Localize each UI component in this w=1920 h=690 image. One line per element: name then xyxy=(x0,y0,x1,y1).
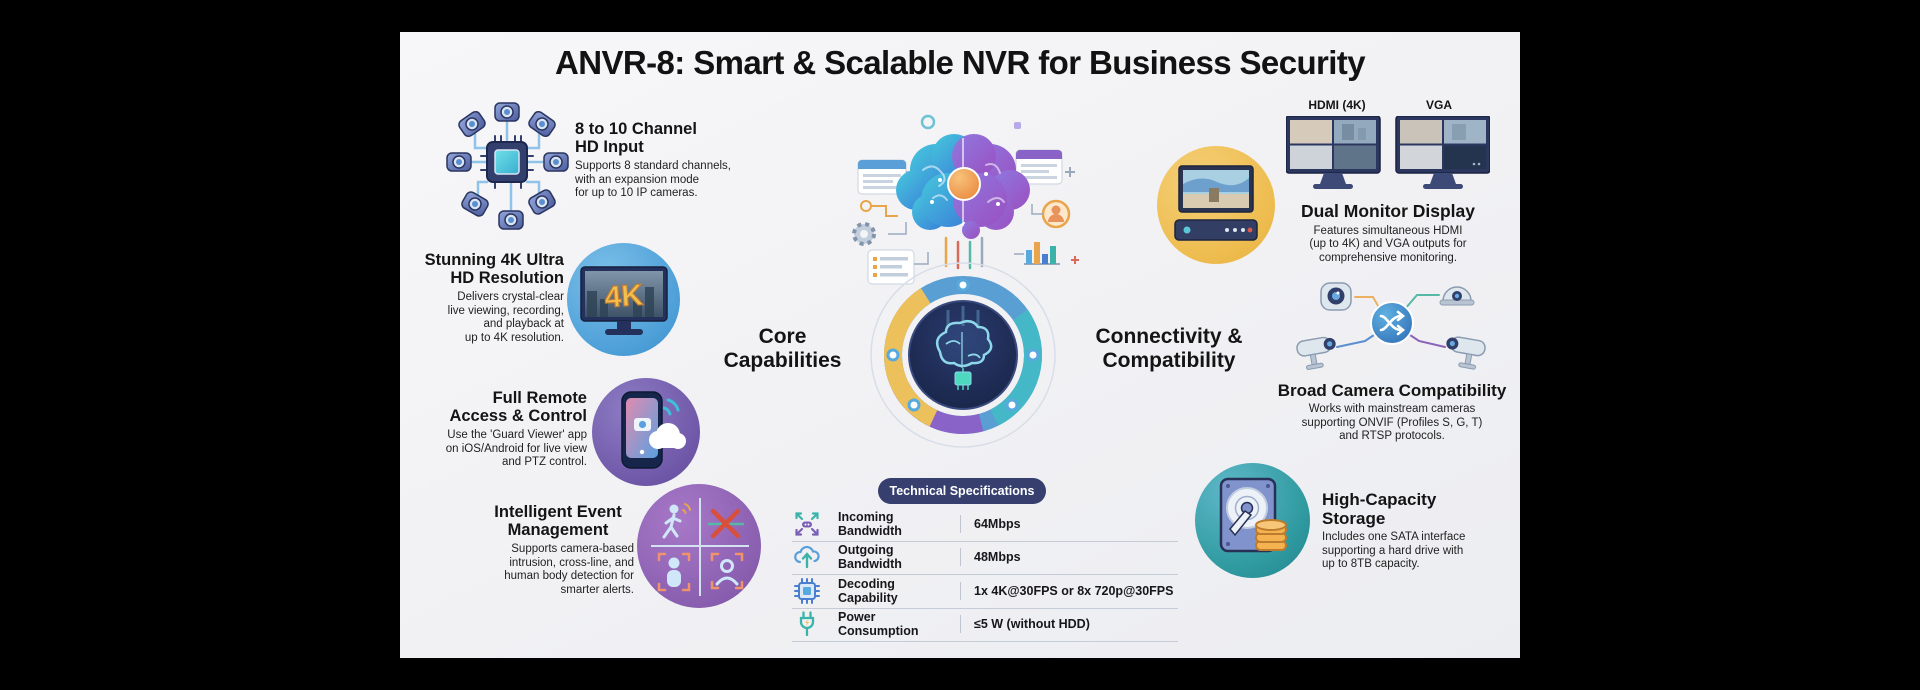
feature-4k-resolution-heading: Stunning 4K Ultra HD Resolution xyxy=(424,251,564,288)
webcam-camera xyxy=(1320,282,1352,311)
phone-cloud-graphic xyxy=(621,391,686,469)
brain-graphic xyxy=(896,134,1030,239)
4k-monitor-graphic: 4K xyxy=(580,266,668,335)
feature-high-capacity-storage-desc: Includes one SATA interface supporting a… xyxy=(1322,531,1466,571)
feature-channel-input-desc: Supports 8 standard channels, with an ex… xyxy=(575,159,731,200)
feature-dual-monitor: Dual Monitor Display Features simultaneo… xyxy=(1278,201,1498,265)
core-capabilities-label: Core Capabilities xyxy=(723,325,842,373)
feature-camera-compatibility-desc: Works with mainstream cameras supporting… xyxy=(1301,403,1483,443)
bullet-camera-left xyxy=(1296,336,1336,370)
outgoing-bandwidth-cloud-icon xyxy=(794,545,820,569)
dual-monitors-icon xyxy=(1286,116,1490,189)
spec-separator xyxy=(792,541,1178,542)
feature-remote-access-desc: Use the 'Guard Viewer' app on iOS/Androi… xyxy=(445,428,587,469)
svg-text:4K: 4K xyxy=(604,279,645,315)
vga-monitor xyxy=(1395,116,1490,189)
4k-monitor-icon: 4K xyxy=(567,243,680,356)
spec-label: Decoding Capability xyxy=(838,577,898,605)
feature-high-capacity-storage: High-Capacity Storage Includes one SATA … xyxy=(1322,490,1512,572)
spec-label: Incoming Bandwidth xyxy=(838,510,902,538)
power-plug-icon xyxy=(799,611,815,637)
spec-separator xyxy=(792,608,1178,609)
feature-event-management-desc: Supports camera-based intrusion, cross-l… xyxy=(504,542,634,596)
spec-label: Outgoing Bandwidth xyxy=(838,543,902,571)
spec-label: Power Consumption xyxy=(838,610,919,638)
monitor-output-labels: HDMI (4K) VGA xyxy=(1286,98,1490,112)
spec-separator xyxy=(792,641,1178,642)
monitor-nvr-graphic xyxy=(1174,165,1258,241)
feature-high-capacity-storage-heading: High-Capacity Storage xyxy=(1322,490,1437,529)
event-detection-graphic xyxy=(651,498,749,596)
ui-card-doodles xyxy=(852,114,1079,285)
feature-remote-access-heading: Full Remote Access & Control xyxy=(449,389,587,426)
spec-divider xyxy=(960,615,961,633)
feature-dual-monitor-heading: Dual Monitor Display xyxy=(1300,201,1476,221)
feature-channel-input: 8 to 10 Channel HD Input Supports 8 stan… xyxy=(575,120,755,201)
decoding-chip-icon xyxy=(794,578,820,604)
spec-row-incoming-bandwidth: Incoming Bandwidth 64Mbps xyxy=(792,509,1178,539)
feature-4k-resolution: Stunning 4K Ultra HD Resolution Delivers… xyxy=(414,251,564,345)
coin-stack xyxy=(1255,519,1287,551)
feature-channel-input-heading: 8 to 10 Channel HD Input xyxy=(575,120,697,157)
shuffle-arrows xyxy=(1379,310,1406,336)
hard-drive-storage-icon xyxy=(1195,463,1310,578)
bullet-camera-right xyxy=(1446,336,1486,370)
incoming-bandwidth-arrows-icon xyxy=(795,512,819,536)
spec-row-power-consumption: Power Consumption ≤5 W (without HDD) xyxy=(792,609,1178,639)
phone-cloud-remote-icon xyxy=(592,378,700,486)
hdmi-monitor xyxy=(1286,116,1381,189)
feature-remote-access: Full Remote Access & Control Use the 'Gu… xyxy=(435,389,587,470)
ai-brain-circuit-emblem xyxy=(852,114,1079,448)
camera-channels-chip-icon xyxy=(446,102,569,230)
page-title: ANVR-8: Smart & Scalable NVR for Busines… xyxy=(555,44,1366,81)
spec-row-outgoing-bandwidth: Outgoing Bandwidth 48Mbps xyxy=(792,542,1178,572)
spec-divider xyxy=(960,548,961,566)
vga-label: VGA xyxy=(1425,98,1452,112)
connectivity-compatibility-label: Connectivity & Compatibility xyxy=(1095,325,1243,373)
feature-4k-resolution-desc: Delivers crystal-clear live viewing, rec… xyxy=(447,290,564,344)
hard-drive-graphic xyxy=(1219,477,1287,553)
spec-divider xyxy=(960,582,961,600)
spec-value: 48Mbps xyxy=(974,550,1021,564)
dome-camera xyxy=(1439,286,1475,306)
feature-event-management-heading: Intelligent Event Management xyxy=(494,503,622,540)
spec-divider xyxy=(960,515,961,533)
spec-value: 1x 4K@30FPS or 8x 720p@30FPS xyxy=(974,584,1174,598)
camera-network-shuffle-icon xyxy=(1296,282,1486,370)
spec-value: ≤5 W (without HDD) xyxy=(974,617,1090,631)
feature-camera-compatibility-heading: Broad Camera Compatibility xyxy=(1277,381,1507,400)
monitor-nvr-box-icon xyxy=(1157,146,1275,264)
shuffle-hub xyxy=(1370,301,1414,345)
feature-dual-monitor-desc: Features simultaneous HDMI (up to 4K) an… xyxy=(1309,224,1467,264)
spec-row-decoding-capability: Decoding Capability 1x 4K@30FPS or 8x 72… xyxy=(792,576,1178,606)
spec-separator xyxy=(792,574,1178,575)
event-detection-quadrants-icon xyxy=(637,484,761,608)
technical-specifications-pill: Technical Specifications xyxy=(878,478,1046,504)
feature-event-management: Intelligent Event Management Supports ca… xyxy=(482,503,634,597)
hdmi-4k-label: HDMI (4K) xyxy=(1308,98,1366,112)
feature-camera-compatibility: Broad Camera Compatibility Works with ma… xyxy=(1272,381,1512,444)
emblem-ring xyxy=(870,262,1056,448)
spec-value: 64Mbps xyxy=(974,517,1021,531)
infographic-panel: ANVR-8: Smart & Scalable NVR for Busines… xyxy=(400,32,1520,658)
